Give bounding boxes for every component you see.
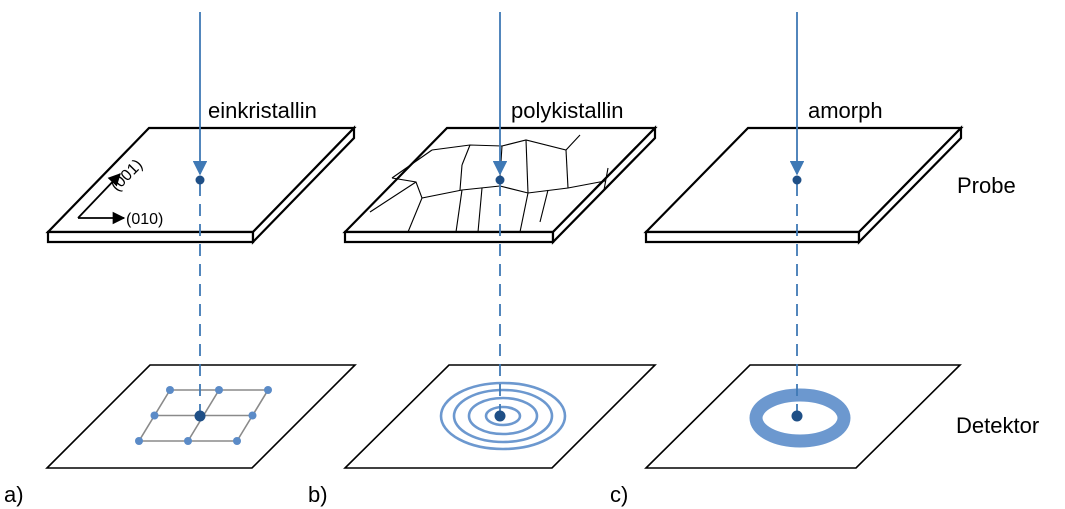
beam-spot-detector-b [494,410,506,422]
beam-spot-detector-a [194,410,206,422]
row-label-detector: Detektor [956,413,1039,438]
beam-spot-sample-b [495,175,505,185]
panel-a-letter: a) [4,482,24,507]
panel-c: amorph c) [610,12,964,507]
detector-plate-c [644,364,962,469]
amorphous-halo [749,388,851,448]
axis-001-arrow [77,173,121,219]
diffraction-rings [439,381,567,451]
sample-plate-a [45,125,357,245]
panel-b-letter: b) [308,482,328,507]
lattice-spot [233,437,241,445]
panel-b: polykistallin b) [308,12,658,507]
panel-b-title: polykistallin [511,98,624,123]
lattice-spot [135,437,143,445]
panel-a: (001) (010) einkristallin a) [4,12,357,507]
beam-spot-detector-c [791,410,803,422]
lattice-spot [264,386,272,394]
lattice-spot [166,386,174,394]
axis-010-label: (010) [126,211,163,228]
panel-c-letter: c) [610,482,628,507]
row-label-sample: Probe [957,173,1016,198]
lattice-spot [215,386,223,394]
sample-plate-c [643,125,964,245]
panel-a-title: einkristallin [208,98,317,123]
lattice-spot [184,437,192,445]
beam-spot-sample-c [792,175,802,185]
lattice-spot [150,411,159,420]
beam-spot-sample-a [195,175,205,185]
lattice-spot [248,411,257,420]
panel-c-title: amorph [808,98,883,123]
grain-boundaries [369,134,609,233]
